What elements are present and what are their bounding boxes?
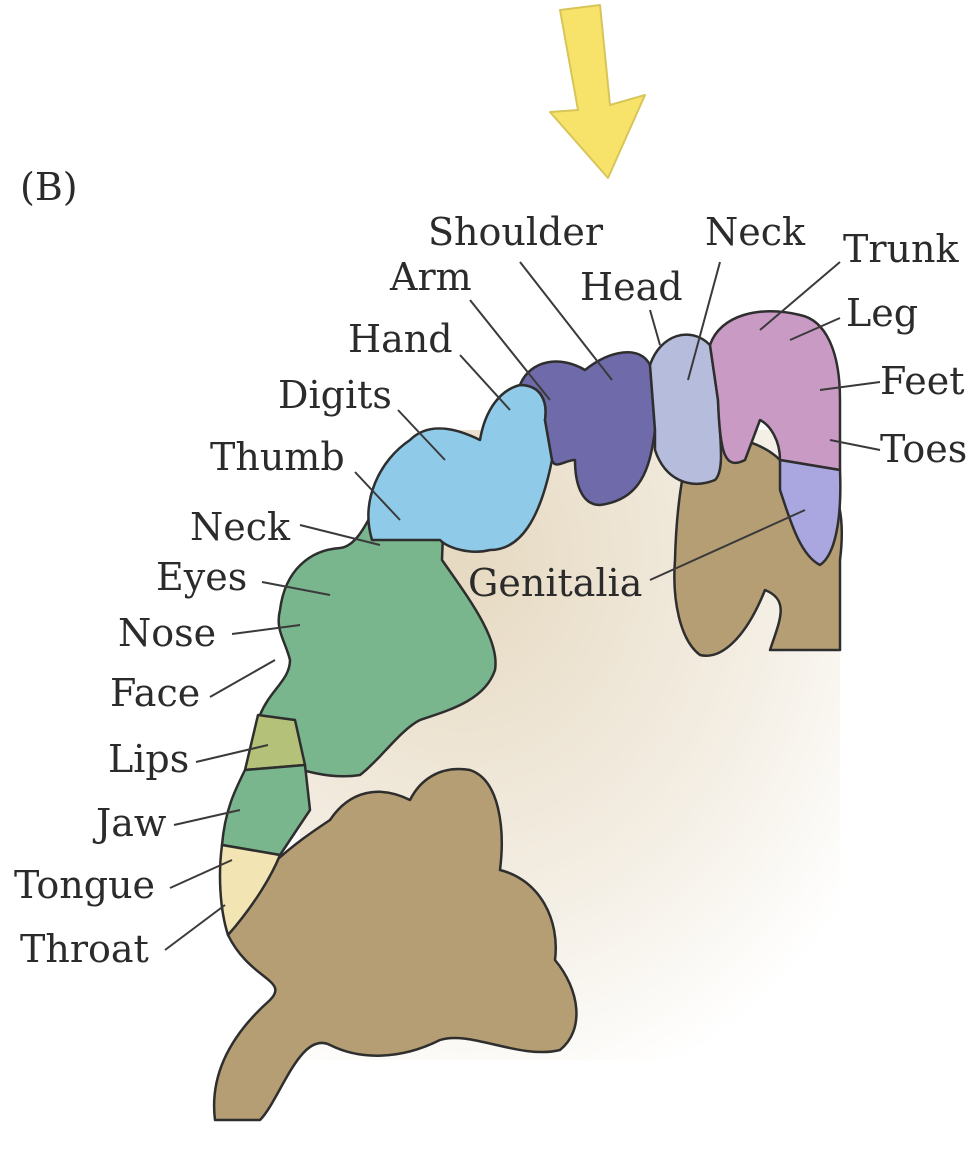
label-lips: Lips bbox=[108, 737, 189, 781]
label-head: Head bbox=[580, 265, 683, 309]
label-genitalia: Genitalia bbox=[468, 561, 642, 605]
label-arm: Arm bbox=[389, 255, 472, 299]
lips-region bbox=[245, 715, 305, 770]
label-tongue: Tongue bbox=[14, 863, 155, 907]
label-thumb: Thumb bbox=[210, 435, 345, 479]
label-toes: Toes bbox=[880, 427, 967, 471]
label-digits: Digits bbox=[278, 373, 392, 417]
leader-face bbox=[210, 660, 275, 697]
hand-digits-thumb-region bbox=[368, 385, 552, 552]
leader-hand bbox=[460, 355, 510, 410]
label-trunk: Trunk bbox=[843, 227, 959, 271]
label-hand: Hand bbox=[348, 317, 453, 361]
label-face: Face bbox=[110, 671, 200, 715]
label-neck-top: Neck bbox=[705, 210, 806, 254]
label-jaw: Jaw bbox=[92, 801, 167, 845]
label-eyes: Eyes bbox=[156, 555, 247, 599]
label-throat: Throat bbox=[20, 927, 149, 971]
stimulus-arrow bbox=[550, 5, 645, 178]
jaw-region bbox=[222, 765, 310, 855]
leader-head bbox=[650, 310, 660, 345]
panel-label: (B) bbox=[20, 165, 78, 209]
label-shoulder: Shoulder bbox=[428, 210, 604, 254]
leader-throat bbox=[165, 905, 225, 950]
label-leg: Leg bbox=[846, 291, 918, 335]
label-neck-side: Neck bbox=[190, 505, 291, 549]
neck-head-region bbox=[650, 335, 721, 484]
leader-arm bbox=[470, 300, 550, 400]
label-feet: Feet bbox=[880, 359, 965, 403]
label-nose: Nose bbox=[118, 611, 216, 655]
